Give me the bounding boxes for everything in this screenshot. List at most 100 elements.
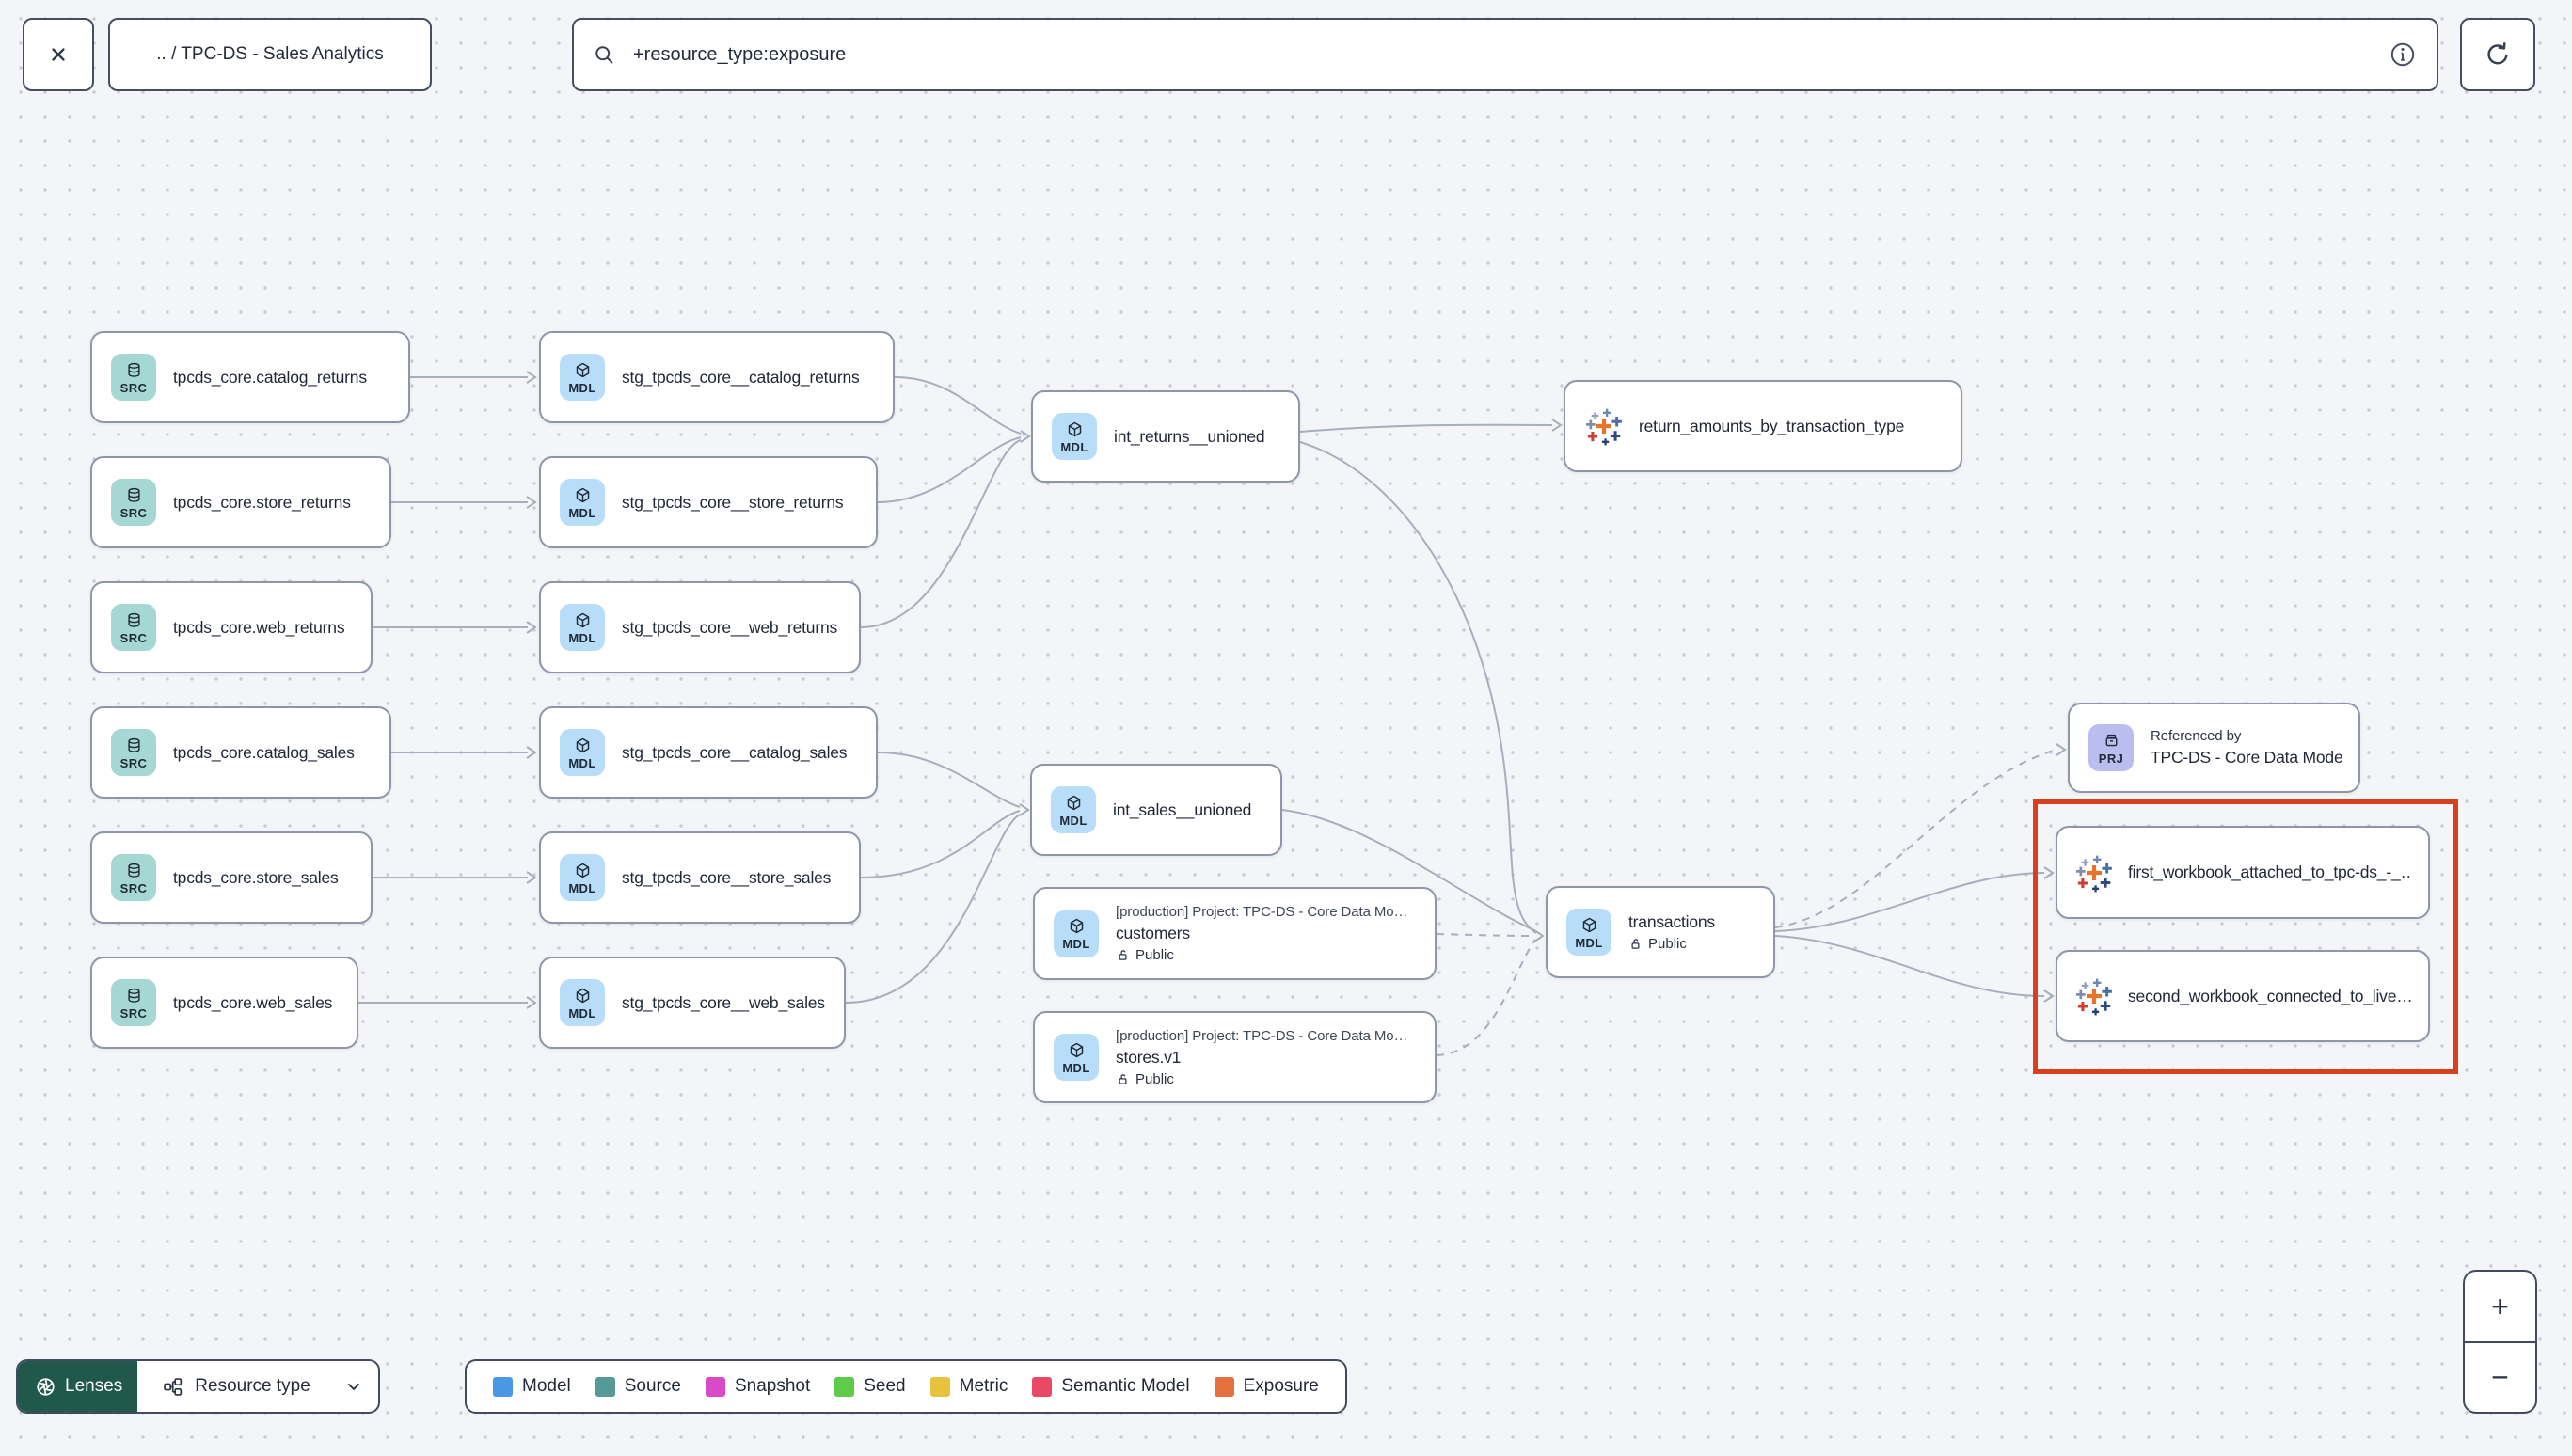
- zoom-out-button[interactable]: −: [2465, 1340, 2535, 1413]
- breadcrumb[interactable]: .. / TPC-DS - Sales Analytics: [108, 18, 432, 91]
- zoom-in-button[interactable]: +: [2491, 1289, 2509, 1323]
- close-button[interactable]: [23, 18, 94, 91]
- search-info[interactable]: [2388, 20, 2418, 89]
- node-label: stg_tpcds_core__catalog_returns: [622, 367, 860, 387]
- exposure-node-second-workbook[interactable]: second_workbook_connected_to_live…: [2056, 950, 2430, 1042]
- project-node-referenced-by[interactable]: PRJ Referenced by TPC-DS - Core Data Mod…: [2068, 703, 2360, 793]
- node-access: Public: [1628, 936, 1715, 952]
- model-node-stg-catalog-returns[interactable]: MDL stg_tpcds_core__catalog_returns: [539, 331, 895, 423]
- source-node-store-sales[interactable]: SRC tpcds_core.store_sales: [90, 831, 373, 924]
- exposure-highlight-box: [2033, 799, 2458, 1074]
- model-badge: MDL: [1051, 786, 1096, 833]
- model-node-int-returns-unioned[interactable]: MDL int_returns__unioned: [1031, 390, 1300, 483]
- lock-open-icon: [1116, 948, 1130, 962]
- legend-swatch: [595, 1376, 615, 1397]
- exposure-node-first-workbook[interactable]: first_workbook_attached_to_tpc-ds_-_…: [2056, 826, 2430, 919]
- model-node-transactions[interactable]: MDL transactions Public: [1546, 886, 1775, 978]
- source-node-web-returns[interactable]: SRC tpcds_core.web_returns: [90, 581, 373, 673]
- cube-icon: [574, 736, 592, 754]
- resource-type-icon: [164, 1377, 183, 1396]
- model-badge: MDL: [560, 604, 605, 651]
- model-node-stg-web-returns[interactable]: MDL stg_tpcds_core__web_returns: [539, 581, 861, 673]
- cube-icon: [574, 862, 592, 879]
- source-badge: SRC: [111, 354, 156, 401]
- source-node-web-sales[interactable]: SRC tpcds_core.web_sales: [90, 957, 358, 1049]
- node-label: stores.v1: [1116, 1047, 1182, 1067]
- zoom-controls: + −: [2463, 1270, 2537, 1414]
- model-badge: MDL: [1054, 910, 1099, 957]
- database-icon: [125, 862, 143, 879]
- source-node-catalog-returns[interactable]: SRC tpcds_core.catalog_returns: [90, 331, 410, 423]
- node-label: tpcds_core.catalog_returns: [173, 367, 367, 387]
- referenced-by-title: Referenced by: [2151, 728, 2242, 744]
- legend-swatch: [705, 1376, 725, 1397]
- model-node-int-sales-unioned[interactable]: MDL int_sales__unioned: [1030, 764, 1282, 856]
- cube-icon: [574, 486, 592, 504]
- tableau-icon: [1584, 406, 1624, 446]
- node-label: int_returns__unioned: [1114, 426, 1265, 446]
- node-label: int_sales__unioned: [1113, 799, 1252, 819]
- legend-item-model: Model: [493, 1376, 571, 1397]
- model-node-stg-store-returns[interactable]: MDL stg_tpcds_core__store_returns: [539, 456, 878, 548]
- cube-icon: [574, 611, 592, 629]
- legend-item-metric: Metric: [929, 1376, 1008, 1397]
- model-node-stg-catalog-sales[interactable]: MDL stg_tpcds_core__catalog_sales: [539, 706, 878, 799]
- search-input[interactable]: [631, 42, 2376, 67]
- aperture-icon: [37, 1377, 55, 1396]
- legend-swatch: [1214, 1376, 1234, 1397]
- node-label: tpcds_core.web_returns: [173, 617, 345, 637]
- source-badge: SRC: [111, 729, 156, 776]
- refresh-button[interactable]: [2460, 18, 2535, 91]
- node-label: tpcds_core.store_sales: [173, 867, 339, 887]
- node-label: return_amounts_by_transaction_type: [1639, 416, 1905, 435]
- source-node-catalog-sales[interactable]: SRC tpcds_core.catalog_sales: [90, 706, 391, 799]
- source-badge: SRC: [111, 604, 156, 651]
- model-node-stores-v1[interactable]: MDL [production] Project: TPC-DS - Core …: [1033, 1011, 1437, 1103]
- resource-type-dropdown[interactable]: Resource type: [137, 1361, 378, 1412]
- resource-type-legend: Model Source Snapshot Seed Metric Semant…: [465, 1359, 1347, 1414]
- info-icon: [2390, 42, 2415, 67]
- legend-item-exposure: Exposure: [1214, 1376, 1319, 1397]
- tableau-icon: [2074, 976, 2114, 1016]
- cube-icon: [1580, 916, 1598, 934]
- model-badge: MDL: [560, 479, 605, 526]
- node-label: tpcds_core.web_sales: [173, 992, 333, 1012]
- source-node-store-returns[interactable]: SRC tpcds_core.store_returns: [90, 456, 391, 548]
- project-badge: PRJ: [2088, 724, 2134, 771]
- model-badge: MDL: [1566, 909, 1611, 956]
- cube-icon: [1068, 917, 1086, 935]
- node-access: Public: [1116, 1071, 1407, 1087]
- resource-type-label: Resource type: [195, 1376, 310, 1396]
- tableau-icon: [2074, 853, 2114, 893]
- source-badge: SRC: [111, 854, 156, 901]
- model-node-stg-web-sales[interactable]: MDL stg_tpcds_core__web_sales: [539, 957, 846, 1049]
- cube-icon: [1068, 1041, 1086, 1059]
- legend-swatch: [1032, 1376, 1053, 1397]
- node-label: second_workbook_connected_to_live…: [2128, 986, 2411, 1005]
- breadcrumb-label: .. / TPC-DS - Sales Analytics: [156, 44, 384, 64]
- model-badge: MDL: [560, 354, 605, 401]
- source-badge: SRC: [111, 979, 156, 1026]
- model-badge: MDL: [1054, 1034, 1099, 1081]
- exposure-node-return-amounts[interactable]: return_amounts_by_transaction_type: [1564, 380, 1962, 472]
- legend-item-source: Source: [595, 1376, 681, 1397]
- node-project-label: [production] Project: TPC-DS - Core Data…: [1116, 904, 1408, 920]
- search-icon: [595, 45, 613, 63]
- node-access: Public: [1116, 947, 1407, 963]
- legend-swatch: [493, 1376, 513, 1397]
- model-badge: MDL: [560, 854, 605, 901]
- node-label: TPC-DS - Core Data Models: [2151, 748, 2342, 767]
- model-node-stg-store-sales[interactable]: MDL stg_tpcds_core__store_sales: [539, 831, 861, 924]
- lenses-button[interactable]: Lenses: [18, 1361, 138, 1412]
- node-label: stg_tpcds_core__store_returns: [622, 492, 844, 512]
- node-label: tpcds_core.catalog_sales: [173, 742, 355, 762]
- model-node-customers[interactable]: MDL [production] Project: TPC-DS - Core …: [1033, 887, 1437, 980]
- model-badge: MDL: [560, 729, 605, 776]
- node-label: stg_tpcds_core__store_sales: [622, 867, 832, 887]
- lenses-label: Lenses: [65, 1376, 123, 1396]
- lock-open-icon: [1116, 1072, 1130, 1086]
- node-label: tpcds_core.store_returns: [173, 492, 351, 512]
- node-label: stg_tpcds_core__web_returns: [622, 617, 838, 637]
- model-badge: MDL: [560, 979, 605, 1026]
